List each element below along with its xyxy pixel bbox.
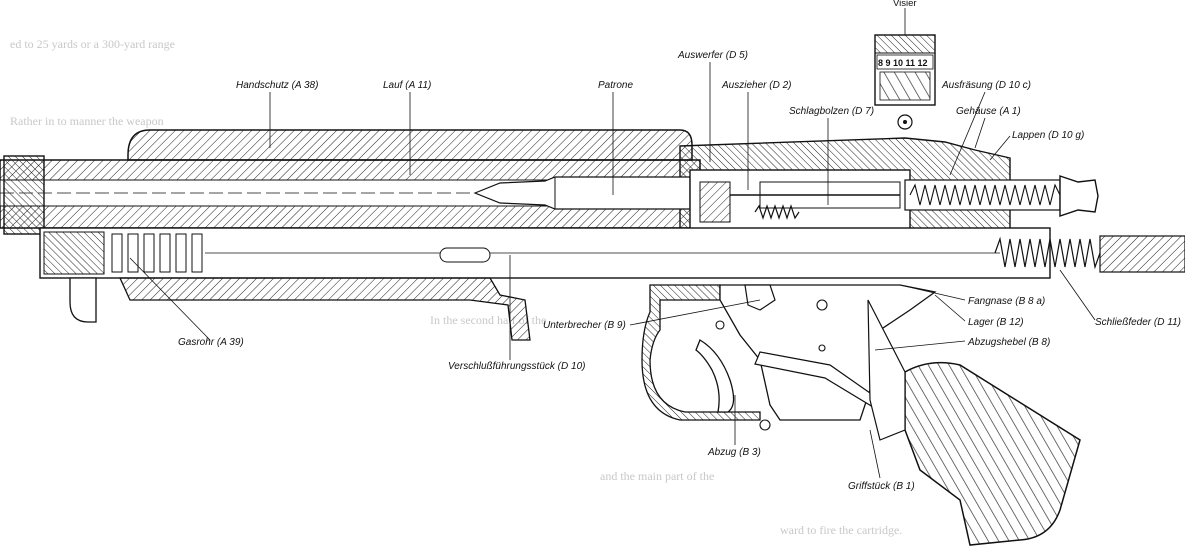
ghost-line: and the main part of the	[600, 469, 714, 483]
label-gasrohr: Gasrohr (A 39)	[178, 337, 244, 348]
bolt-carrier	[118, 277, 531, 341]
label-lauf: Lauf (A 11)	[383, 80, 431, 91]
trigger	[695, 339, 735, 413]
muzzle	[3, 155, 45, 235]
label-fangnase: Fangnase (B 8 a)	[968, 296, 1045, 307]
ghost-line: ward to fire the cartridge.	[780, 523, 902, 537]
striker-spring	[909, 183, 1061, 206]
label-lappen: Lappen (D 10 g)	[1012, 130, 1084, 141]
label-lager: Lager (B 12)	[968, 317, 1024, 328]
label-abzugshebel: Abzugshebel (B 8)	[967, 337, 1050, 348]
label-unterbrecher: Unterbrecher (B 9)	[543, 320, 626, 331]
label-schliessfeder: Schließfeder (D 11)	[1095, 317, 1181, 328]
label-gehaeuse: Gehäuse (A 1)	[956, 106, 1021, 117]
rear-cap	[1059, 175, 1099, 217]
recoil-spring	[994, 236, 1101, 270]
sight-scale: 8 9 10 11 12	[878, 58, 928, 68]
label-abzug: Abzug (B 3)	[707, 447, 761, 458]
label-handschutz: Handschutz (A 38)	[236, 80, 318, 91]
ghost-line: ed to 25 yards or a 300-yard range	[10, 37, 175, 51]
label-verschluss: Verschlußführungsstück (D 10)	[448, 361, 585, 372]
leader-lines	[129, 62, 1096, 479]
extractor-spring	[754, 204, 800, 220]
label-schlagbolzen: Schlagbolzen (D 7)	[789, 106, 874, 117]
pistol-grip	[904, 361, 1081, 546]
front-lug	[69, 277, 97, 323]
trigger-housing	[719, 284, 937, 421]
label-patrone: Patrone	[598, 80, 633, 91]
label-ausfraesung: Ausfräsung (D 10 c)	[941, 80, 1031, 91]
label-visier: Visier	[893, 0, 917, 9]
bleed-through-text: ed to 25 yards or a 300-yard range Rathe…	[10, 37, 902, 537]
ghost-line: In the second half of the	[430, 313, 546, 327]
label-auswerfer: Auswerfer (D 5)	[677, 50, 748, 61]
sear	[744, 284, 776, 311]
label-griffstueck: Griffstück (B 1)	[848, 481, 915, 492]
rear-sight: 8 9 10 11 12	[874, 8, 936, 130]
ghost-line: Rather in to manner the weapon	[10, 114, 164, 128]
label-auszieher: Auszieher (D 2)	[721, 80, 791, 91]
gas-piston-rings	[111, 233, 203, 273]
